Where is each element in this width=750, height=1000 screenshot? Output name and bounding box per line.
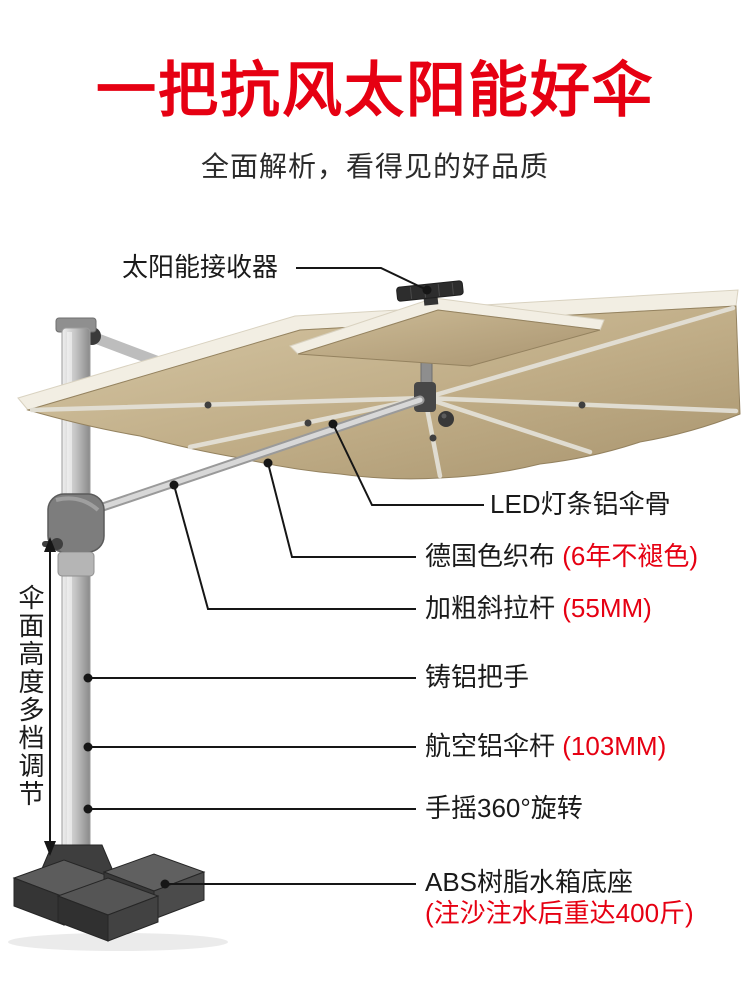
callout-text: LED灯条铝伞骨 [490,489,671,519]
ground-shadow [8,933,228,951]
callout-solar-receiver: 太阳能接收器 [122,251,278,284]
callout-text: 手摇360°旋转 [425,793,583,823]
callout-text: 航空铝伞杆 [425,731,563,761]
leader-solar [296,267,428,291]
callout-text: 铸铝把手 [425,662,530,692]
callout-highlight: (55MM) [562,593,652,623]
callout-text: ABS树脂水箱底座 [425,867,634,897]
support-rod [77,395,425,519]
leader-rod [173,484,416,610]
page-title: 一把抗风太阳能好伞 [96,57,654,124]
callout-highlight: (103MM) [562,731,667,761]
page-subtitle: 全面解析，看得见的好品质 [200,151,549,182]
leader-led [332,423,484,506]
umbrella-base [12,844,206,942]
callout-base: ABS树脂水箱底座 (注沙注水后重达400斤) [425,867,694,929]
callout-highlight: (6年不褪色) [562,541,699,571]
callout-handle: 铸铝把手 [425,661,529,694]
height-adjust-label: 伞面高度多档调节 [15,584,45,808]
callout-crank: 手摇360°旋转 [425,792,583,825]
callout-highlight: (注沙注水后重达400斤) [425,898,694,928]
leader-lines [88,267,484,885]
header: 一把抗风太阳能好伞 全面解析，看得见的好品质 [0,0,750,185]
leader-fabric [267,462,416,558]
callout-pole: 航空铝伞杆 (103MM) [425,730,666,763]
callout-led-ribs: LED灯条铝伞骨 [490,488,671,521]
umbrella-canopy [17,289,741,480]
callout-text: 德国色织布 [425,541,563,571]
callout-text: 加粗斜拉杆 [425,593,563,623]
callout-support-rod: 加粗斜拉杆 (55MM) [425,592,652,625]
callout-fabric: 德国色织布 (6年不褪色) [425,540,698,573]
callout-text: 太阳能接收器 [122,252,279,282]
hub-lamp [438,411,454,427]
height-range-arrow [44,537,56,856]
callout-dots [83,285,432,889]
handle-housing [42,493,105,577]
